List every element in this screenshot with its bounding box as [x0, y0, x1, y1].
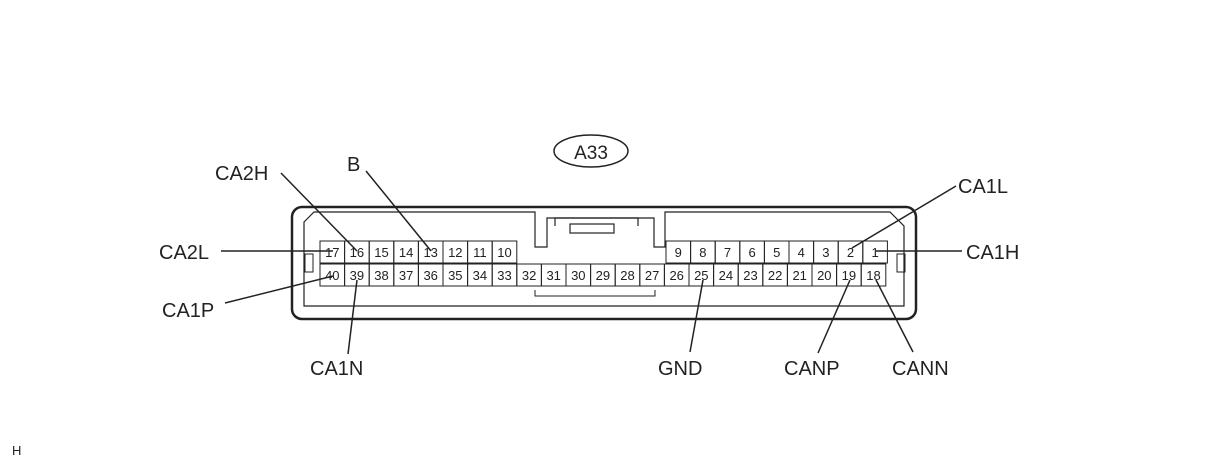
connector-housing	[290, 205, 918, 321]
pin-number: 35	[448, 268, 462, 283]
pin-number: 32	[522, 268, 536, 283]
connector-id: A33	[574, 143, 608, 164]
pin-number: 25	[694, 268, 708, 283]
pin-number: 19	[842, 268, 856, 283]
leader-canp	[817, 279, 851, 354]
leader-gnd	[689, 279, 704, 353]
pin-number: 37	[399, 268, 413, 283]
pin-cell	[860, 263, 887, 287]
leader-ca2h	[280, 172, 358, 252]
pin-number: 28	[620, 268, 634, 283]
leader-ca1l	[851, 185, 957, 249]
leader-cann	[875, 279, 914, 353]
pin-cell	[491, 240, 518, 264]
pin-number: 10	[497, 245, 511, 260]
pin-number: 13	[423, 245, 437, 260]
label-b: B	[347, 154, 360, 176]
pin-number: 6	[748, 245, 755, 260]
label-ca2l: CA2L	[159, 242, 209, 264]
pin-number: 14	[399, 245, 413, 260]
pin-number: 26	[669, 268, 683, 283]
pin-number: 29	[596, 268, 610, 283]
label-ca1p: CA1P	[162, 300, 214, 322]
pin-number: 30	[571, 268, 585, 283]
label-gnd: GND	[658, 358, 702, 380]
pin-number: 18	[866, 268, 880, 283]
pin-number: 15	[374, 245, 388, 260]
pin-number: 27	[645, 268, 659, 283]
pin-number: 39	[350, 268, 364, 283]
leader-b	[365, 170, 432, 252]
label-ca1n: CA1N	[310, 358, 363, 380]
pin-number: 5	[773, 245, 780, 260]
label-ca1h: CA1H	[966, 242, 1019, 264]
pin-number: 36	[423, 268, 437, 283]
corner-mark: H	[12, 443, 22, 458]
pin-row-top-right: 9 8 7 6 5 4 3 2 1	[665, 240, 888, 264]
label-ca2h: CA2H	[215, 163, 268, 185]
pin-number: 12	[448, 245, 462, 260]
pin-number: 11	[473, 245, 487, 260]
leader-lines	[221, 170, 962, 355]
pin-cell	[862, 240, 888, 264]
pin-number: 34	[473, 268, 487, 283]
pin-number: 31	[546, 268, 560, 283]
leader-ca1p	[224, 275, 334, 304]
pin-number: 7	[724, 245, 731, 260]
pin-number: 2	[847, 245, 854, 260]
pin-number: 38	[374, 268, 388, 283]
pin-number: 21	[792, 268, 806, 283]
pin-number: 24	[719, 268, 733, 283]
pin-number: 9	[675, 245, 682, 260]
leader-ca1n	[347, 279, 358, 355]
label-ca1l: CA1L	[958, 176, 1008, 198]
pin-number: 16	[350, 245, 364, 260]
pin-number: 17	[325, 245, 339, 260]
label-cann: CANN	[892, 358, 949, 380]
connector-id-badge: A33	[553, 134, 629, 168]
label-canp: CANP	[784, 358, 840, 380]
pin-number: 33	[497, 268, 511, 283]
pin-number: 20	[817, 268, 831, 283]
pin-number: 4	[798, 245, 805, 260]
pin-number: 23	[743, 268, 757, 283]
pin-row-top-left: 17 16 15 14 13 12 11 10	[319, 240, 518, 264]
pin-number: 3	[822, 245, 829, 260]
pin-number: 8	[699, 245, 706, 260]
pin-number: 22	[768, 268, 782, 283]
pin-number: 1	[871, 245, 878, 260]
